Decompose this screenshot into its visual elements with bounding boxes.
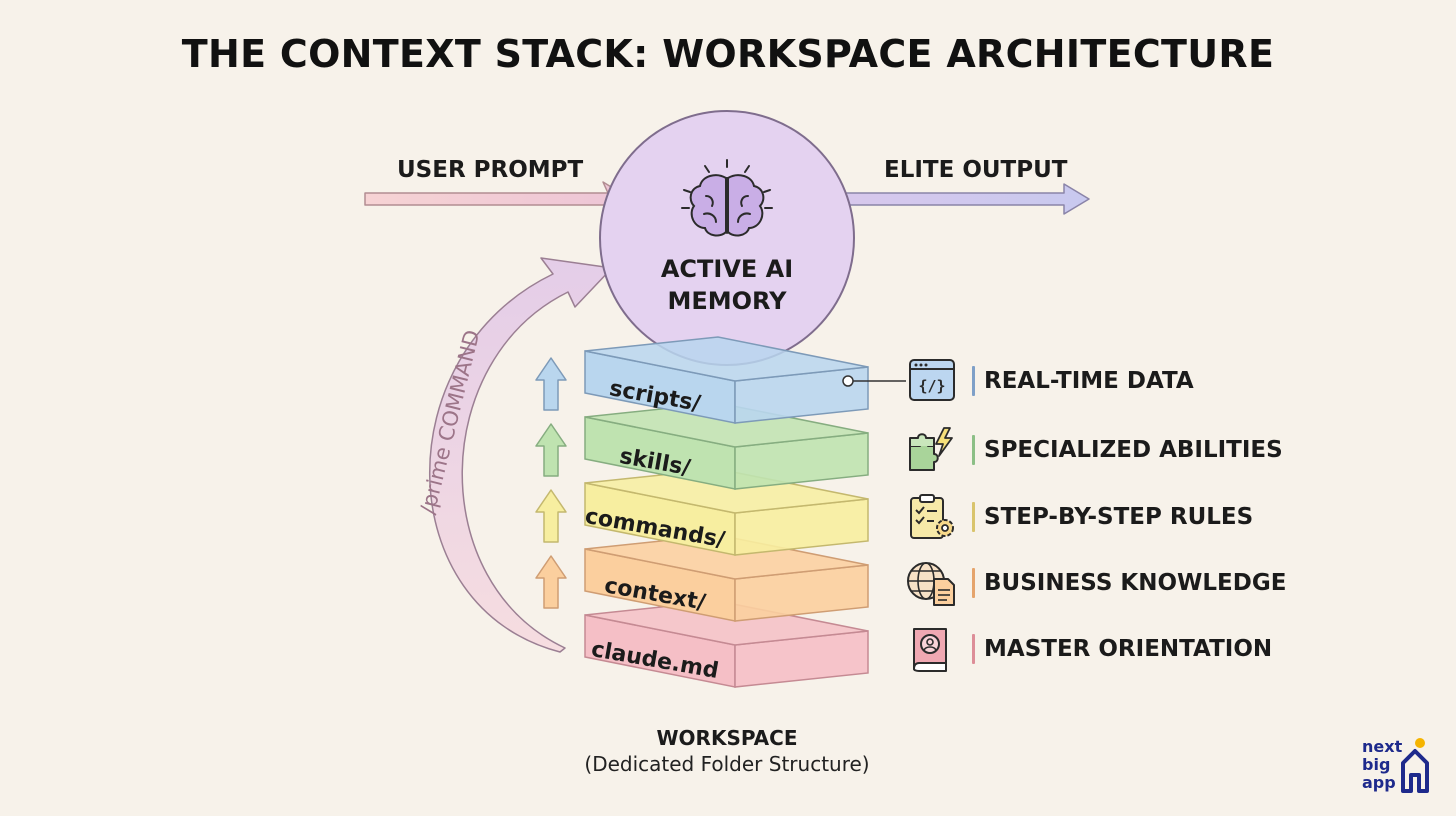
legend-connector-dot bbox=[842, 375, 854, 387]
up-arrow bbox=[535, 357, 567, 411]
globe-document-icon bbox=[907, 562, 955, 606]
clipboard-gear-icon bbox=[910, 494, 954, 539]
brand-logo: next big app bbox=[1362, 737, 1432, 795]
elite-output-label: ELITE OUTPUT bbox=[884, 157, 1068, 183]
legend-label: REAL-TIME DATA bbox=[984, 368, 1194, 394]
legend-bar bbox=[972, 366, 975, 396]
core-label-line2: MEMORY bbox=[667, 287, 787, 315]
logo-house-icon bbox=[1401, 738, 1429, 793]
legend-label: SPECIALIZED ABILITIES bbox=[984, 437, 1283, 463]
workspace-title: WORKSPACE bbox=[656, 726, 798, 750]
legend-item-real-time-data: {/} REAL-TIME DATA bbox=[906, 357, 1194, 405]
profile-book-icon bbox=[913, 628, 947, 672]
up-arrow bbox=[535, 555, 567, 609]
layer-context: context/ bbox=[584, 534, 869, 622]
up-arrow bbox=[535, 423, 567, 477]
user-prompt-arrow bbox=[364, 181, 632, 217]
layer-stack: claude.mdcontext/commands/skills/scripts… bbox=[583, 336, 869, 688]
legend-item-step-by-step-rules: STEP-BY-STEP RULES bbox=[906, 493, 1253, 541]
puzzle-bolt-icon bbox=[909, 427, 953, 471]
legend-label: STEP-BY-STEP RULES bbox=[984, 504, 1254, 530]
legend-item-master-orientation: MASTER ORIENTATION bbox=[906, 625, 1272, 673]
legend-bar bbox=[972, 568, 975, 598]
core-label-line1: ACTIVE AI bbox=[660, 255, 794, 283]
logo-line3: app bbox=[1362, 773, 1396, 792]
prime-command-loop-arrow bbox=[429, 257, 613, 653]
layer-scripts: scripts/ bbox=[584, 336, 869, 424]
up-arrow bbox=[535, 489, 567, 543]
legend-item-business-knowledge: BUSINESS KNOWLEDGE bbox=[906, 559, 1286, 607]
workspace-subtitle: (Dedicated Folder Structure) bbox=[584, 752, 870, 776]
layer-skills: skills/ bbox=[584, 402, 869, 490]
svg-text:{/}: {/} bbox=[918, 377, 945, 395]
active-ai-memory-circle bbox=[599, 110, 855, 366]
legend-bar bbox=[972, 435, 975, 465]
brain-icon bbox=[681, 159, 773, 237]
layer-top-face bbox=[584, 336, 869, 382]
legend-label: MASTER ORIENTATION bbox=[984, 636, 1273, 662]
legend-bar bbox=[972, 502, 975, 532]
elite-output-arrow bbox=[823, 183, 1090, 215]
legend-bar bbox=[972, 634, 975, 664]
legend-label: BUSINESS KNOWLEDGE bbox=[984, 570, 1287, 596]
logo-line2: big bbox=[1362, 755, 1391, 774]
code-window-icon: {/} bbox=[909, 359, 955, 401]
page-title: THE CONTEXT STACK: WORKSPACE ARCHITECTUR… bbox=[181, 32, 1275, 76]
legend-item-specialized-abilities: SPECIALIZED ABILITIES bbox=[906, 426, 1283, 474]
active-ai-memory-label: ACTIVE AI MEMORY bbox=[600, 253, 854, 317]
user-prompt-label: USER PROMPT bbox=[397, 157, 584, 183]
up-arrows bbox=[535, 357, 567, 609]
logo-line1: next bbox=[1362, 737, 1403, 756]
